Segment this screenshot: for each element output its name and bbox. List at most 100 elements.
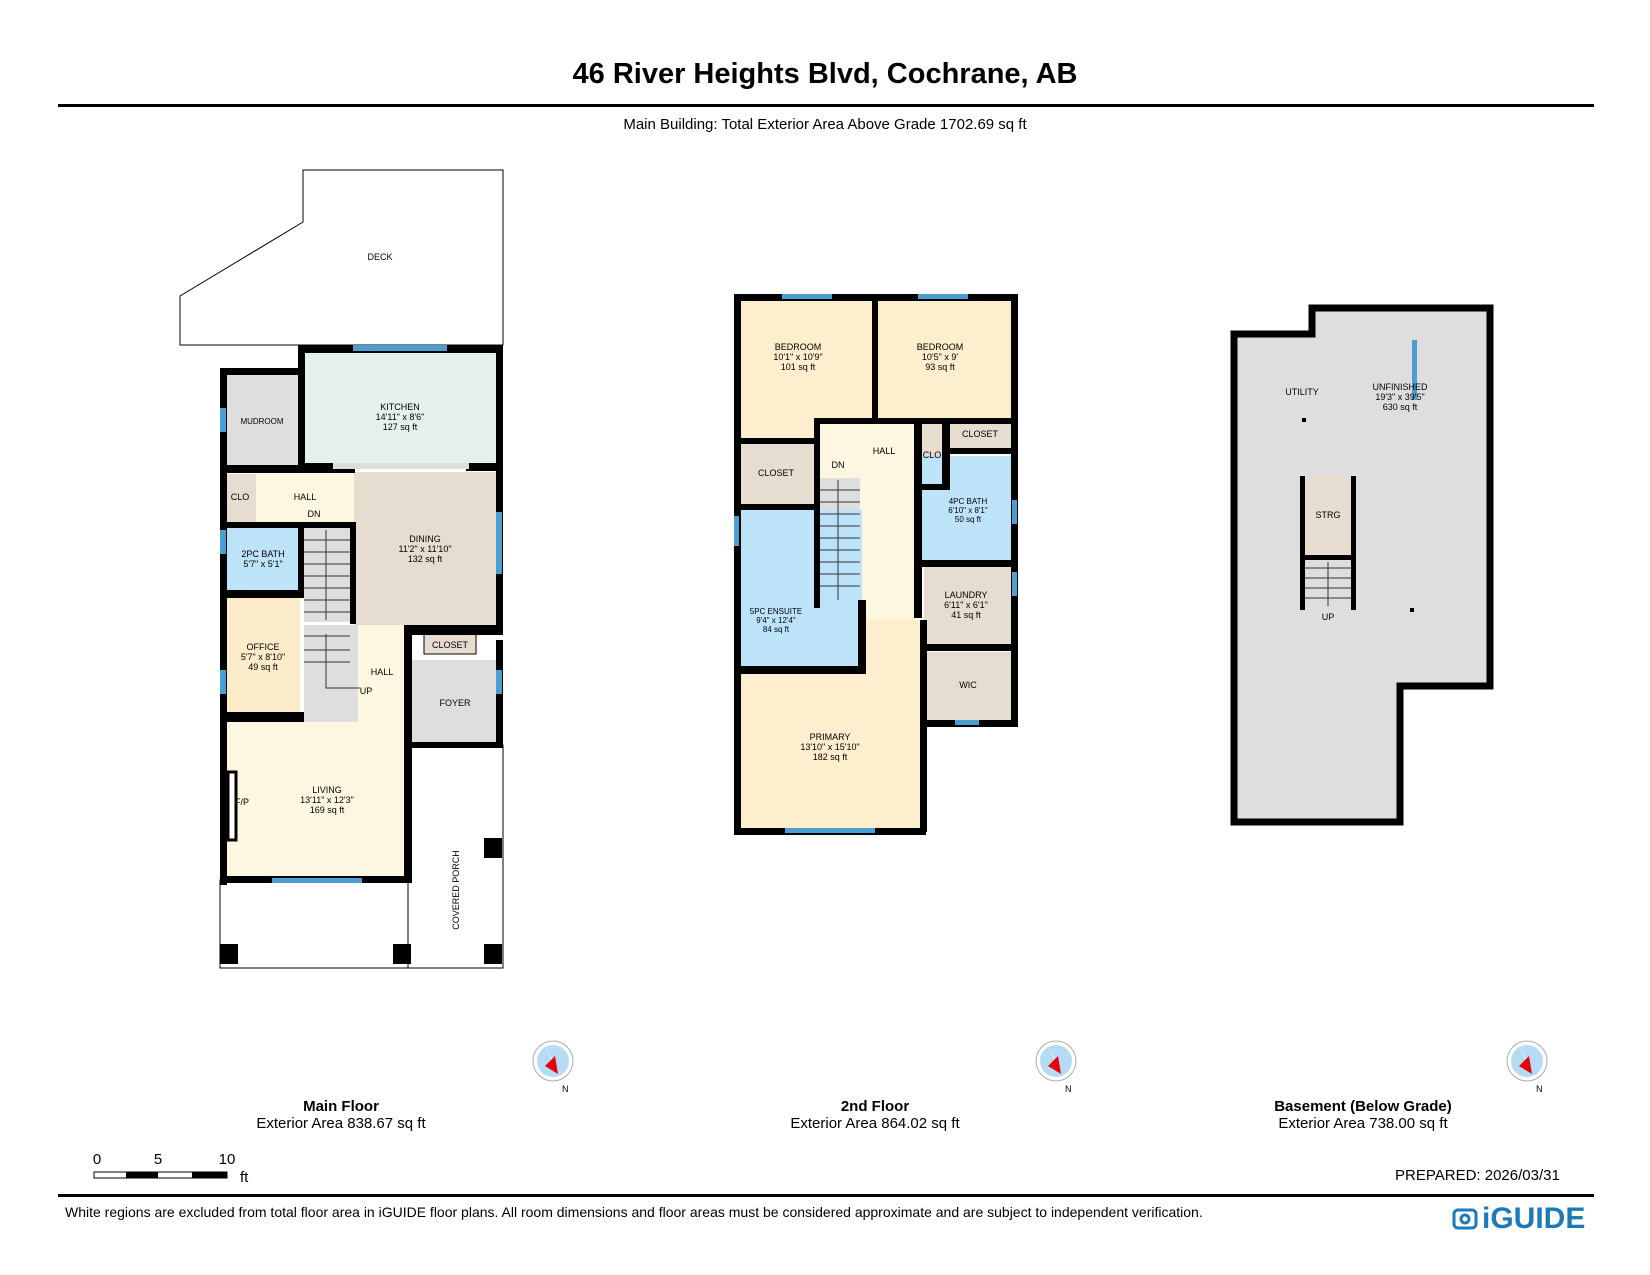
svg-text:19'3" x 39'5": 19'3" x 39'5" <box>1375 392 1424 402</box>
svg-text:N: N <box>562 1084 569 1094</box>
svg-text:N: N <box>1065 1084 1072 1094</box>
svg-text:10: 10 <box>219 1151 236 1168</box>
title-divider <box>58 104 1594 107</box>
floor-area: Exterior Area 864.02 sq ft <box>790 1115 960 1132</box>
deck-area <box>179 169 504 346</box>
room-kitchen <box>304 353 498 463</box>
stairs-up-label: UP <box>360 686 373 696</box>
camera-icon <box>1452 1208 1478 1230</box>
fireplace-label: F/P <box>235 797 249 807</box>
main-floor-plan: DECK COVERED PORCH <box>179 169 504 969</box>
room-label-2pc-bath: 2PC BATH <box>241 549 284 559</box>
room-label-living: LIVING <box>312 785 342 795</box>
room-label-mudroom: MUDROOM <box>240 417 283 426</box>
svg-text:6'11" x 6'1": 6'11" x 6'1" <box>944 600 988 610</box>
svg-text:50 sq ft: 50 sq ft <box>955 515 982 524</box>
room-label-closet-2: CLOSET <box>758 468 795 478</box>
stairs-up-label-basement: UP <box>1322 612 1335 622</box>
room-label-covered-porch: COVERED PORCH <box>451 850 461 930</box>
scale-bar: 0 5 10 ft <box>93 1151 249 1186</box>
svg-text:10'1" x 10'9": 10'1" x 10'9" <box>773 352 822 362</box>
room-label-wic: WIC <box>959 680 977 690</box>
compass-icon: N <box>532 1040 574 1094</box>
svg-text:N: N <box>1536 1084 1543 1094</box>
room-dining <box>354 472 498 625</box>
room-label-dining: DINING <box>409 534 441 544</box>
svg-text:5'7" x 8'10": 5'7" x 8'10" <box>241 652 285 662</box>
main-floor-caption: Main Floor Exterior Area 838.67 sq ft <box>191 1098 491 1132</box>
stairs-down <box>304 526 350 622</box>
room-foyer <box>412 660 498 745</box>
svg-text:630 sq ft: 630 sq ft <box>1383 402 1418 412</box>
disclaimer-text: White regions are excluded from total fl… <box>65 1204 1203 1220</box>
svg-text:101 sq ft: 101 sq ft <box>781 362 816 372</box>
room-hall-main <box>256 474 354 522</box>
room-label-strg: STRG <box>1315 510 1340 520</box>
floor-area: Exterior Area 838.67 sq ft <box>256 1115 426 1132</box>
room-label-kitchen: KITCHEN <box>380 402 420 412</box>
room-label-closet-3: CLOSET <box>962 429 999 439</box>
room-label-hall-2f: HALL <box>873 446 896 456</box>
room-living <box>226 722 406 878</box>
room-label-4pc-bath: 4PC BATH <box>949 497 988 506</box>
prepared-date: PREPARED: 2026/03/31 <box>1395 1167 1560 1184</box>
stairs-dn-label: DN <box>308 509 321 519</box>
room-label-5pc-ensuite: 5PC ENSUITE <box>750 607 802 616</box>
floor-name: Basement (Below Grade) <box>1274 1098 1452 1115</box>
room-label-primary: PRIMARY <box>810 732 851 742</box>
room-label-closet: CLOSET <box>432 640 469 650</box>
stairs-dn-label-2f: DN <box>832 460 845 470</box>
room-mudroom <box>226 375 300 465</box>
second-floor-plan: BEDROOM 10'1" x 10'9" 101 sq ft BEDROOM … <box>734 294 1018 835</box>
svg-text:ft: ft <box>240 1169 249 1186</box>
compass-icon: N <box>1035 1040 1077 1094</box>
svg-text:13'11" x 12'3": 13'11" x 12'3" <box>300 795 354 805</box>
svg-text:10'5" x 9': 10'5" x 9' <box>922 352 958 362</box>
floor-area: Exterior Area 738.00 sq ft <box>1278 1115 1448 1132</box>
room-label-office: OFFICE <box>247 642 280 652</box>
room-label-clo: CLO <box>231 492 250 502</box>
svg-text:5: 5 <box>154 1151 162 1168</box>
total-area-subtitle: Main Building: Total Exterior Area Above… <box>623 116 1027 133</box>
svg-text:13'10" x 15'10": 13'10" x 15'10" <box>800 742 859 752</box>
room-label-bedroom-2: BEDROOM <box>917 342 964 352</box>
room-office <box>226 598 300 712</box>
room-label-unfinished: UNFINISHED <box>1372 382 1428 392</box>
svg-text:9'4" x 12'4": 9'4" x 12'4" <box>756 616 796 625</box>
floor-name: Main Floor <box>303 1098 379 1115</box>
room-label-hall-2: HALL <box>371 667 394 677</box>
svg-text:93 sq ft: 93 sq ft <box>925 362 955 372</box>
svg-text:11'2" x 11'10": 11'2" x 11'10" <box>398 544 451 554</box>
footer-divider <box>58 1194 1594 1197</box>
svg-text:0: 0 <box>93 1151 101 1168</box>
iguide-logo: iGUIDE <box>1452 1202 1585 1236</box>
svg-text:41 sq ft: 41 sq ft <box>951 610 981 620</box>
room-label-bedroom-1: BEDROOM <box>775 342 822 352</box>
logo-text: iGUIDE <box>1482 1202 1586 1235</box>
floor-name: 2nd Floor <box>840 1098 910 1115</box>
svg-text:6'10" x 8'1": 6'10" x 8'1" <box>948 506 988 515</box>
room-label-hall: HALL <box>294 492 317 502</box>
svg-text:5'7" x 5'1": 5'7" x 5'1" <box>243 559 282 569</box>
room-label-clo-2f: CLO <box>923 450 942 460</box>
svg-text:127 sq ft: 127 sq ft <box>383 422 418 432</box>
svg-text:182 sq ft: 182 sq ft <box>813 752 848 762</box>
svg-text:84 sq ft: 84 sq ft <box>763 625 790 634</box>
second-floor-caption: 2nd Floor Exterior Area 864.02 sq ft <box>725 1098 1025 1132</box>
room-label-laundry: LAUNDRY <box>945 590 988 600</box>
room-label-utility: UTILITY <box>1285 387 1319 397</box>
fireplace <box>226 770 238 842</box>
stairs-up <box>304 625 358 725</box>
svg-text:132 sq ft: 132 sq ft <box>408 554 443 564</box>
room-label-foyer: FOYER <box>439 698 471 708</box>
page-title: 46 River Heights Blvd, Cochrane, AB <box>572 58 1078 90</box>
room-label-deck: DECK <box>367 252 392 262</box>
compass-icon: N <box>1506 1040 1548 1094</box>
basement-caption: Basement (Below Grade) Exterior Area 738… <box>1213 1098 1513 1132</box>
basement-plan: UTILITY UNFINISHED 19'3" x 39'5" 630 sq … <box>1230 304 1494 826</box>
room-clo-main <box>226 474 256 522</box>
svg-text:14'11" x 8'6": 14'11" x 8'6" <box>376 412 425 422</box>
room-2pc-bath <box>226 526 300 590</box>
svg-text:169 sq ft: 169 sq ft <box>310 805 345 815</box>
